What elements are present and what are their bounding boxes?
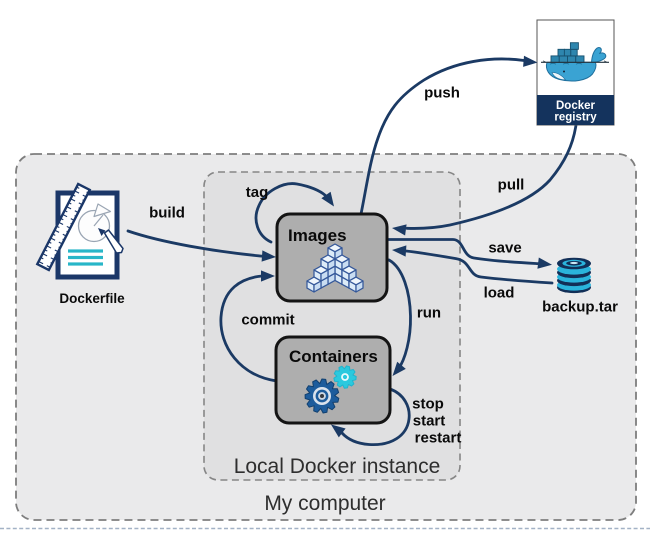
svg-text:pull: pull: [498, 177, 525, 194]
svg-text:Dockerfile: Dockerfile: [59, 291, 125, 306]
svg-text:My computer: My computer: [264, 492, 385, 515]
svg-text:Containers: Containers: [289, 347, 378, 366]
svg-text:Local Docker instance: Local Docker instance: [234, 455, 441, 478]
svg-text:tag: tag: [246, 184, 269, 201]
svg-text:Images: Images: [288, 226, 347, 245]
svg-text:restart: restart: [415, 430, 462, 447]
svg-text:load: load: [484, 285, 515, 302]
svg-text:start: start: [413, 413, 446, 430]
svg-text:backup.tar: backup.tar: [542, 299, 618, 316]
svg-text:Docker: Docker: [556, 100, 596, 112]
svg-text:build: build: [149, 205, 185, 222]
svg-text:push: push: [424, 85, 460, 102]
svg-text:commit: commit: [241, 312, 294, 329]
svg-text:stop: stop: [412, 396, 444, 413]
svg-text:registry: registry: [554, 112, 597, 124]
svg-text:save: save: [488, 240, 521, 257]
svg-text:run: run: [417, 305, 441, 322]
